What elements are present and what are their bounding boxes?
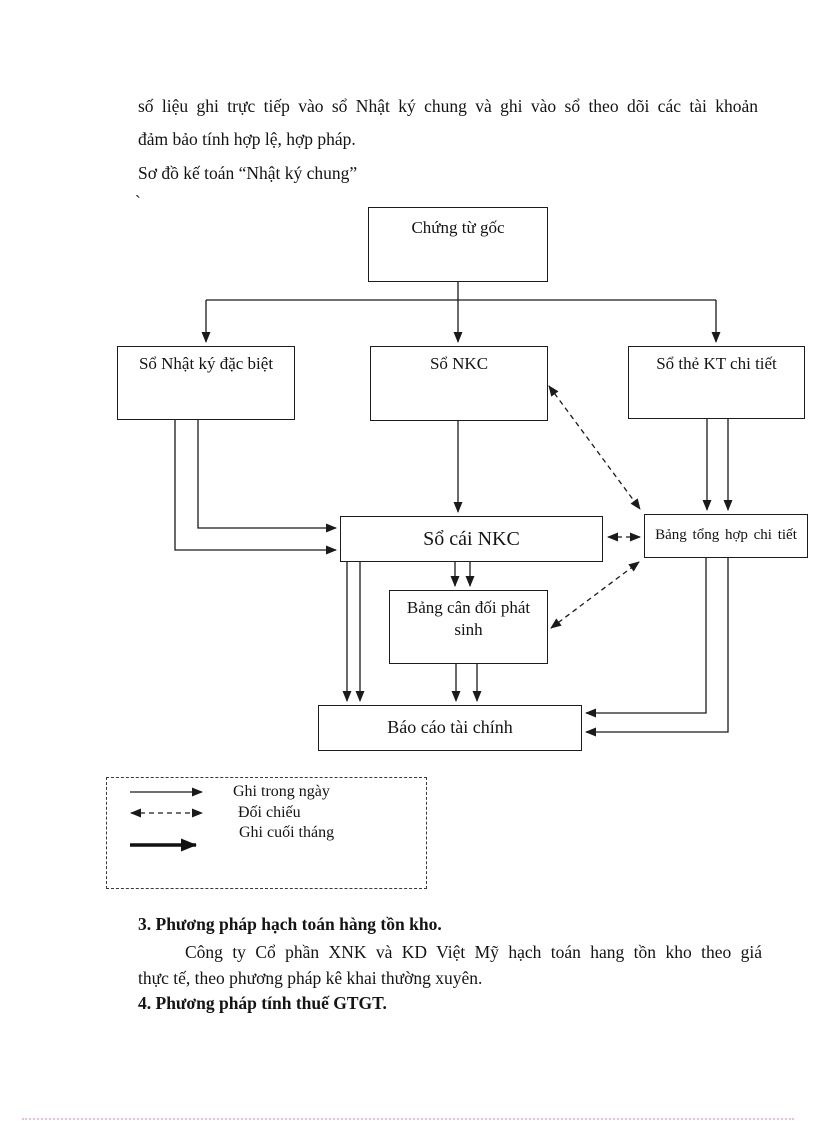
node-so-nkc: Sổ NKC <box>370 346 548 421</box>
heading-4: 4. Phương pháp tính thuế GTGT. <box>138 993 387 1013</box>
node-so-the-kt-chi-tiet: Sổ thẻ KT chi tiết <box>628 346 805 419</box>
node-bang-tong-hop-chi-tiet: Bảng tổng hợp chi tiết <box>644 514 808 558</box>
node-label: Chứng từ gốc <box>411 218 505 237</box>
node-label: Bảng cân đối phát sinh <box>406 598 531 640</box>
intro-line-2: đảm bảo tính hợp lệ, hợp pháp. <box>138 129 356 149</box>
heading-3: 3. Phương pháp hạch toán hàng tồn kho. <box>138 914 442 934</box>
node-so-cai-nkc: Sổ cái NKC <box>340 516 603 562</box>
stray-grave-mark: ` <box>135 192 141 212</box>
paragraph-3-line-1: Công ty Cổ phần XNK và KD Việt Mỹ hạch t… <box>185 942 762 962</box>
node-label: Sổ cái NKC <box>423 528 520 550</box>
intro-line-1: số liệu ghi trực tiếp vào sổ Nhật ký chu… <box>138 96 758 116</box>
node-label: Sổ thẻ KT chi tiết <box>656 354 777 373</box>
node-label: Sổ Nhật ký đặc biệt <box>138 354 274 373</box>
legend-frame <box>106 777 427 889</box>
node-label: Báo cáo tài chính <box>387 717 513 738</box>
node-bao-cao-tai-chinh: Báo cáo tài chính <box>318 705 582 751</box>
node-label: Sổ NKC <box>429 354 489 373</box>
legend-label-doi-chieu: Đối chiếu <box>238 804 301 821</box>
node-chung-tu-goc: Chứng từ gốc <box>368 207 548 282</box>
dashed-connectors <box>548 385 641 629</box>
legend-label-ghi-trong-ngay: Ghi trong ngày <box>233 783 330 800</box>
diagram-caption: Sơ đồ kế toán “Nhật ký chung” <box>138 163 358 183</box>
node-label: Bảng tổng hợp chi tiết <box>655 527 797 544</box>
footer-dotted-rule <box>22 1118 794 1120</box>
paragraph-3-line-2: thực tế, theo phương pháp kê khai thường… <box>138 968 483 988</box>
node-bang-can-doi-phat-sinh: Bảng cân đối phát sinh <box>389 590 548 664</box>
node-so-nhat-ky-dac-biet: Sổ Nhật ký đặc biệt <box>117 346 295 420</box>
legend-label-ghi-cuoi-thang: Ghi cuối tháng <box>239 824 335 841</box>
